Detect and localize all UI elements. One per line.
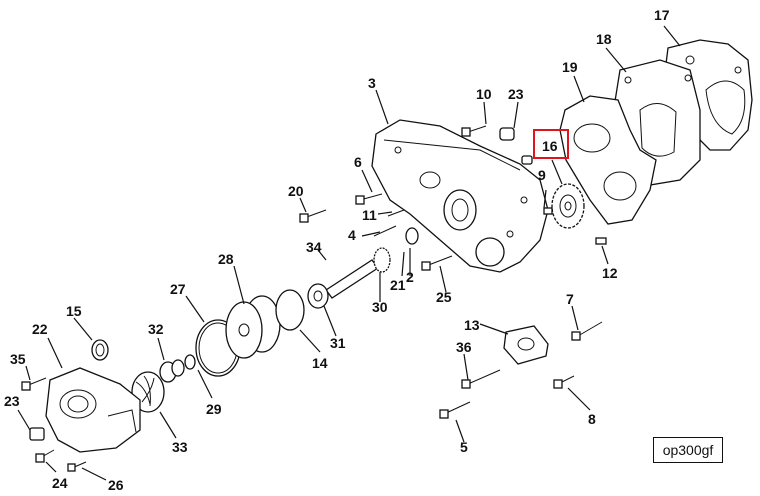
callout-13: 13 <box>464 317 480 333</box>
callout-25: 24 <box>52 475 68 491</box>
reference-code-box: op300gf <box>653 437 723 463</box>
callout-16: 16 <box>542 138 558 154</box>
callout-9: 9 <box>538 167 546 183</box>
callout-27: 36 <box>456 339 472 355</box>
bearing-33 <box>159 359 185 383</box>
gear-housing-3 <box>371 119 549 273</box>
pump-body-22 <box>45 367 141 453</box>
pulley-29 <box>225 295 281 359</box>
callout-8: 8 <box>588 411 596 427</box>
callout-31: 30 <box>372 299 388 315</box>
callout-26: 25 <box>436 289 452 305</box>
callout-33: 32 <box>148 321 164 337</box>
callout-35: 34 <box>306 239 322 255</box>
callout-20: 20 <box>288 183 304 199</box>
washer-30 <box>184 354 196 370</box>
callout-19: 19 <box>562 59 578 75</box>
callout-28: 27 <box>170 281 186 297</box>
leader-lines <box>17 25 681 481</box>
seal-ring-14 <box>275 289 305 331</box>
callout-14: 14 <box>312 355 328 371</box>
gear-16 <box>551 183 585 229</box>
callout-7: 7 <box>566 291 574 307</box>
callout-15: 15 <box>66 303 82 319</box>
callout-24: 26 <box>108 477 124 493</box>
callout-12: 12 <box>602 265 618 281</box>
callout-3: 3 <box>368 75 376 91</box>
callout-34: 33 <box>172 439 188 455</box>
highlight-box <box>533 129 569 159</box>
bracket-13 <box>503 325 549 365</box>
callout-21: 21 <box>390 277 406 293</box>
callout-11: 11 <box>362 207 377 223</box>
callout-6: 6 <box>354 154 362 170</box>
callout-32: 31 <box>330 335 346 351</box>
plug-23-left <box>29 427 45 441</box>
gasket-19 <box>559 95 657 225</box>
bolts <box>21 125 607 472</box>
callout-36: 35 <box>10 351 26 367</box>
shaft-assembly <box>307 227 419 309</box>
callout-2: 2 <box>406 269 414 285</box>
callout-23-left: 23 <box>4 393 20 409</box>
seal-15 <box>91 339 109 361</box>
callout-4: 4 <box>348 227 356 243</box>
callout-10: 10 <box>476 86 492 102</box>
callout-17: 17 <box>654 7 670 23</box>
callout-labels: 3 10 23 6 20 11 4 34 21 2 30 25 28 27 14… <box>4 7 670 493</box>
callout-23-top: 23 <box>508 86 524 102</box>
reference-code: op300gf <box>662 442 714 458</box>
callout-5: 5 <box>460 439 468 455</box>
callout-29: 28 <box>218 251 234 267</box>
callout-18: 18 <box>596 31 612 47</box>
callout-22: 22 <box>32 321 48 337</box>
callout-30: 29 <box>206 401 222 417</box>
